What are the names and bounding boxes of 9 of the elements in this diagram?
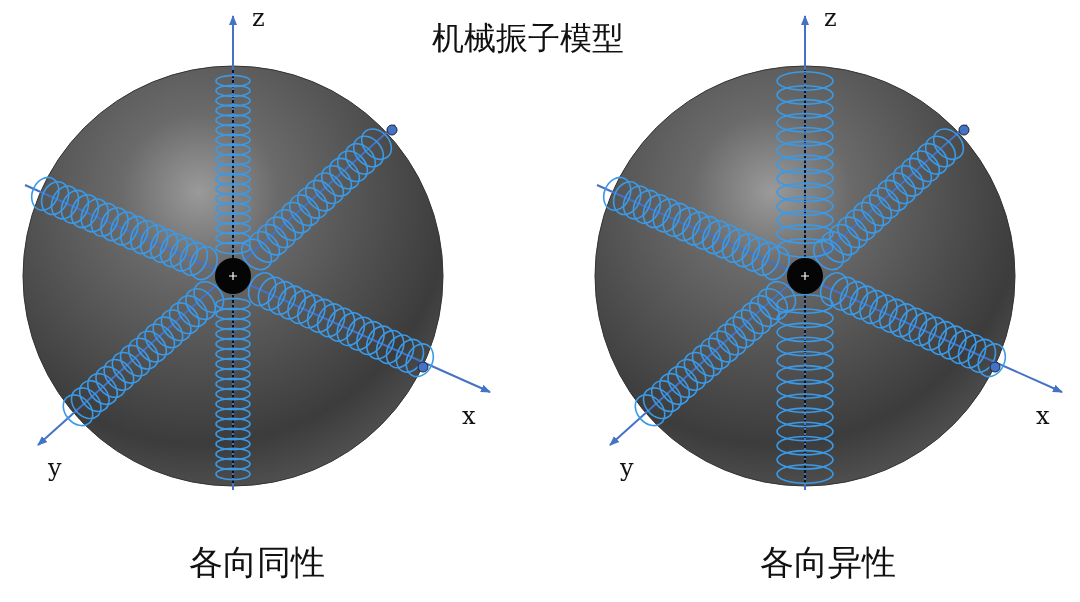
axis-label: x	[1036, 404, 1050, 428]
caption: 各向同性	[189, 545, 325, 579]
caption: 各向异性	[760, 545, 896, 579]
axis-label: y	[48, 456, 62, 480]
axis-label: y	[620, 456, 634, 480]
axis-label: z	[824, 6, 837, 30]
axis-label: x	[462, 404, 476, 428]
title: 机械振子模型	[432, 22, 624, 54]
axis-label: z	[252, 6, 265, 30]
